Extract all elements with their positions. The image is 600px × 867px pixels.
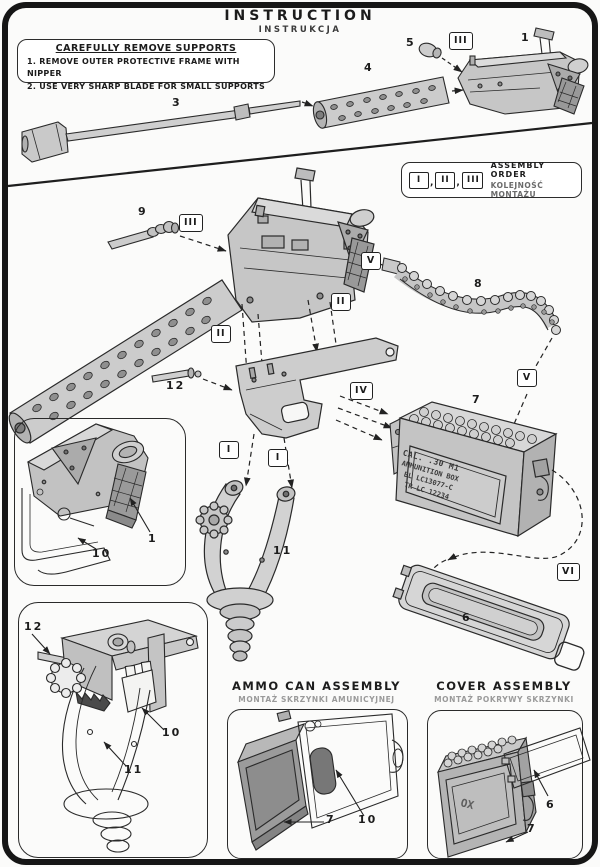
assembly-dash-barrel	[301, 99, 314, 107]
box-cover-part-6	[392, 564, 585, 671]
legend-separator: ,	[430, 178, 434, 188]
part-label-1-top: 1	[521, 31, 531, 44]
step-box-v-box: V	[517, 369, 537, 387]
step-box-ii-left: II	[211, 325, 231, 343]
inset-box-grip-detail	[14, 418, 186, 586]
inset3-leader-10	[335, 769, 365, 817]
ammo-box-part-7	[395, 401, 558, 538]
legend-labels: ASSEMBLY ORDER KOLEJNOŚĆ MONTAŻU	[491, 161, 574, 199]
inset-box-cover	[427, 710, 583, 859]
step-box-iv: IV	[350, 382, 373, 400]
legend-step-iii: III	[461, 171, 483, 189]
cocking-handle-part-9	[107, 220, 180, 250]
part-label-7: 7	[472, 393, 482, 406]
inset-box-mount-detail	[18, 602, 208, 858]
step-box-v-belt: V	[361, 252, 381, 270]
assembly-dash-jacket	[451, 87, 464, 95]
inset4-label-7: 7	[527, 822, 537, 835]
page-header: INSTRUCTION INSTRUKCJA	[0, 8, 600, 35]
part-label-4: 4	[364, 61, 374, 74]
inset2-leader-12	[31, 633, 51, 655]
inset4-stencil-fragment: OX	[459, 796, 475, 812]
inset2-label-11: 11	[124, 763, 144, 776]
part-label-3: 3	[172, 96, 182, 109]
retaining-pin-part-12	[151, 367, 202, 383]
ammo-can-assembly-heading: AMMO CAN ASSEMBLY MONTAŻ SKRZYNKI AMUNIC…	[227, 679, 406, 704]
assembly-dash-cover	[447, 469, 583, 561]
charging-knob-part-5	[418, 42, 442, 59]
ammo-can-subtitle: MONTAŻ SKRZYNKI AMUNICYJNEJ	[238, 695, 395, 704]
inset1-label-10: 10	[92, 547, 112, 560]
cover-title: COVER ASSEMBLY	[436, 679, 572, 693]
inset2-label-12: 12	[24, 620, 44, 633]
note-item-2: 2. USE VERY SHARP BLADE FOR SMALL SUPPOR…	[27, 82, 266, 92]
inset1-leader-1	[129, 497, 151, 533]
inset4-leader-6	[533, 769, 549, 797]
part-label-9: 9	[138, 205, 148, 218]
assembly-dash-knob	[441, 57, 463, 73]
ammo-belt-part-8	[381, 257, 561, 335]
inset2-leader-10	[141, 707, 165, 731]
step-box-ii-right: II	[331, 293, 351, 311]
inset3-label-10: 10	[358, 813, 378, 826]
inset1-leader-10	[77, 537, 97, 550]
inset4-label-6: 6	[546, 798, 556, 811]
assembly-dashes-frame-box	[335, 395, 393, 441]
legend-label-pl: KOLEJNOŚĆ MONTAŻU	[490, 181, 544, 199]
assembly-dash-belt-right	[535, 337, 553, 367]
inset3-label-7: 7	[326, 813, 336, 826]
legend-step-ii: II	[435, 171, 456, 189]
legend-separator: ,	[456, 178, 460, 188]
step-box-vi: VI	[557, 563, 580, 581]
part-label-12: 12	[166, 379, 186, 392]
page-title: INSTRUCTION	[224, 8, 376, 24]
inset2-frame-yoke-art	[37, 619, 199, 853]
inset2-leader-11	[103, 741, 127, 767]
remove-supports-note: CAREFULLY REMOVE SUPPORTS 1. REMOVE OUTE…	[17, 39, 275, 91]
barrel-jacket-part-4	[312, 76, 450, 129]
page-subtitle: INSTRUKCJA	[258, 25, 342, 35]
assembly-dash-pin	[202, 378, 233, 391]
assembly-dash-handle	[179, 235, 227, 252]
ammo-can-title: AMMO CAN ASSEMBLY	[232, 679, 401, 693]
legend-step-i: I	[409, 171, 429, 189]
cover-subtitle: MONTAŻ POKRYWY SKRZYNKI	[434, 695, 574, 704]
cover-assembly-heading: COVER ASSEMBLY MONTAŻ POKRYWY SKRZYNKI	[424, 679, 584, 704]
inset3-ammo-can-art	[236, 710, 404, 851]
part-label-6: 6	[462, 611, 472, 624]
step-box-i-left: I	[219, 441, 239, 459]
step-box-iii-top: III	[449, 32, 473, 50]
inset-box-ammo-can	[227, 709, 408, 859]
inset1-receiver-grip-art	[21, 423, 149, 575]
inset1-label-1: 1	[148, 532, 158, 545]
mount-frame-part-10	[235, 337, 399, 439]
assembly-order-legend: I , II , III ASSEMBLY ORDER KOLEJNOŚĆ MO…	[401, 161, 582, 199]
inset4-cover-art	[436, 727, 591, 858]
note-item-1: 1. REMOVE OUTER PROTECTIVE FRAME WITH NI…	[27, 57, 240, 78]
section-divider-line	[7, 121, 593, 188]
inset4-leader-7	[505, 831, 529, 843]
step-box-iii-mid: III	[179, 214, 203, 232]
main-gun-receiver	[227, 167, 375, 323]
barrel-part-3	[21, 100, 301, 163]
inset2-label-10: 10	[162, 726, 182, 739]
step-box-i-right: I	[268, 449, 288, 467]
part-label-8: 8	[474, 277, 484, 290]
cradle-yoke-part-11	[195, 480, 296, 662]
note-title: CAREFULLY REMOVE SUPPORTS	[55, 43, 237, 54]
part-label-11: 11	[273, 544, 293, 557]
receiver-part-1	[457, 27, 589, 115]
part-label-5: 5	[406, 36, 416, 49]
legend-label-en: ASSEMBLY ORDER	[490, 161, 546, 179]
